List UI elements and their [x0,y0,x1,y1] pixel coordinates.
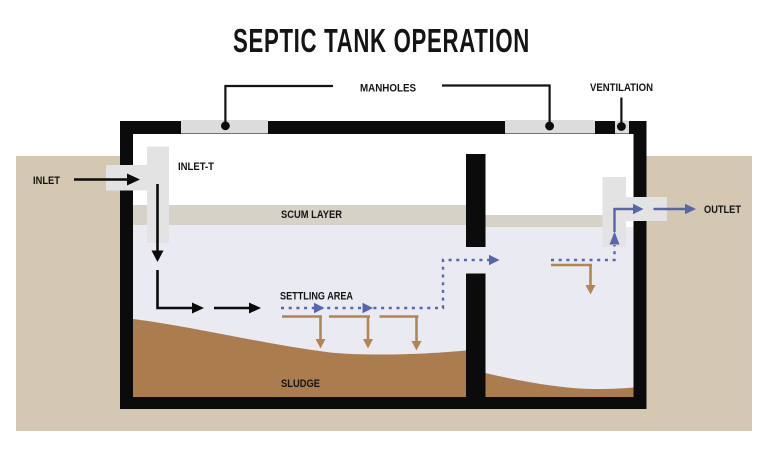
svg-text:OUTLET: OUTLET [704,204,741,216]
svg-text:VENTILATION: VENTILATION [590,82,653,94]
svg-text:INLET-T: INLET-T [178,161,214,173]
svg-text:SETTLING AREA: SETTLING AREA [280,291,353,303]
svg-text:SEPTIC TANK OPERATION: SEPTIC TANK OPERATION [233,22,530,59]
svg-text:MANHOLES: MANHOLES [360,83,416,95]
svg-text:SCUM LAYER: SCUM LAYER [281,209,342,221]
svg-text:INLET: INLET [33,175,60,187]
svg-text:SLUDGE: SLUDGE [281,378,320,390]
